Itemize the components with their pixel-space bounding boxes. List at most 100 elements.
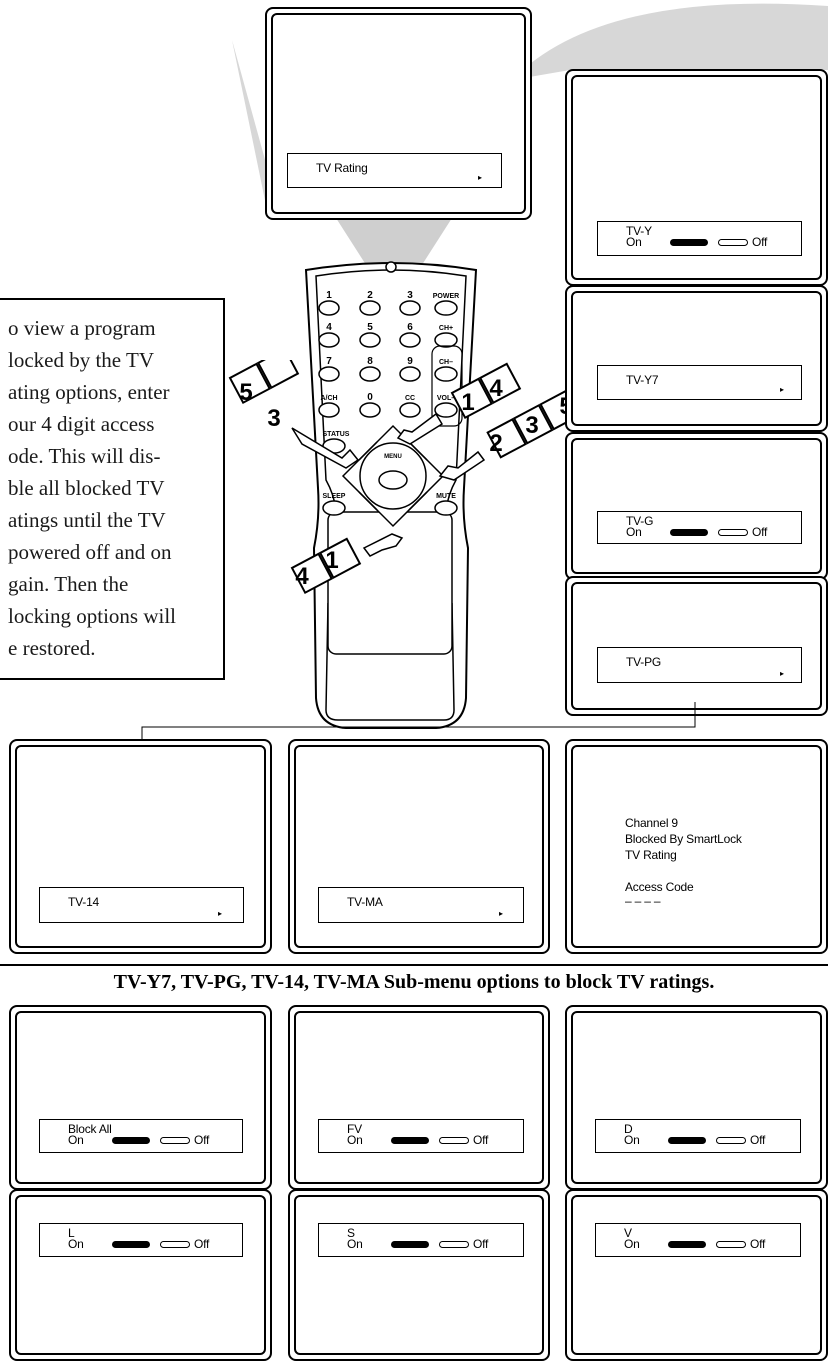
osd-label: D: [624, 1122, 633, 1136]
screen-v: V On Off: [565, 1189, 828, 1361]
remote-key-label: CH–: [439, 359, 453, 366]
remote-key-label: CH+: [439, 325, 453, 332]
toggle-off-label: Off: [750, 1237, 766, 1251]
toggle-on-indicator: [670, 529, 708, 536]
osd-label: TV-Y: [626, 224, 652, 238]
osd-tv-ma: TV-MA ▸: [318, 887, 524, 923]
screen-blocked-message: Channel 9 Blocked By SmartLock TV Rating…: [565, 739, 828, 954]
step-number: 4: [295, 563, 309, 590]
osd-label: Block All: [68, 1122, 112, 1136]
remote-key-label: MUTE: [436, 493, 456, 500]
on-off-toggle[interactable]: On Off: [626, 236, 826, 250]
blocked-by: Blocked By SmartLock: [625, 832, 742, 846]
note-line: ble all blocked TV: [8, 476, 165, 500]
osd-label: TV-PG: [626, 655, 662, 669]
right-arrow-icon: ▸: [780, 385, 784, 394]
toggle-on-label: On: [624, 1237, 640, 1251]
toggle-off-label: Off: [752, 235, 768, 249]
screen-l: L On Off: [9, 1189, 272, 1361]
osd-v: V On Off: [595, 1223, 801, 1257]
toggle-off-indicator: [439, 1137, 469, 1144]
osd-tv-y: TV-Y On Off: [597, 221, 802, 256]
osd-label: TV-14: [68, 895, 100, 909]
osd-fv: FV On Off: [318, 1119, 524, 1153]
background-swoosh: [232, 3, 828, 268]
note-line: gain. Then the: [8, 572, 129, 596]
osd-tv-rating: TV Rating ▸: [287, 153, 502, 188]
step-number: 3: [525, 412, 538, 439]
on-off-toggle[interactable]: On Off: [68, 1134, 268, 1148]
toggle-on-label: On: [626, 235, 642, 249]
remote-key-label: 6: [407, 322, 413, 333]
remote-key-label: 1: [326, 290, 332, 301]
screen-s: S On Off: [288, 1189, 550, 1361]
right-arrow-icon: ▸: [478, 173, 482, 182]
toggle-on-label: On: [68, 1133, 84, 1147]
toggle-on-label: On: [626, 525, 642, 539]
toggle-off-indicator: [718, 239, 748, 246]
screen-tv-pg: TV-PG ▸: [565, 576, 828, 716]
note-line: atings until the TV: [8, 508, 166, 532]
toggle-off-label: Off: [473, 1237, 489, 1251]
osd-tv-g: TV-G On Off: [597, 511, 802, 544]
step-number: 1: [461, 389, 474, 416]
remote-key-label: POWER: [433, 293, 459, 300]
osd-label: TV-Y7: [626, 373, 659, 387]
screen-tv-g: TV-G On Off: [565, 432, 828, 580]
toggle-off-indicator: [439, 1241, 469, 1248]
toggle-on-indicator: [112, 1241, 150, 1248]
note-line: our 4 digit access: [8, 412, 155, 436]
screen-tv-ma: TV-MA ▸: [288, 739, 550, 954]
remote-key-label: 0: [367, 392, 373, 403]
osd-label: S: [347, 1226, 355, 1240]
screen-tv-rating: TV Rating ▸: [265, 7, 532, 220]
remote-key-label: 2: [367, 290, 373, 301]
step-number: 3: [267, 405, 280, 432]
osd-label: TV-G: [626, 514, 654, 528]
on-off-toggle[interactable]: On Off: [347, 1238, 547, 1252]
screen-tv-y7: TV-Y7 ▸: [565, 285, 828, 432]
toggle-on-indicator: [668, 1137, 706, 1144]
remote-key-label: A/CH: [320, 395, 337, 402]
on-off-toggle[interactable]: On Off: [626, 526, 826, 540]
remote-key-label: 3: [407, 290, 413, 301]
screen-fv: FV On Off: [288, 1005, 550, 1190]
step-number: 4: [489, 375, 503, 402]
toggle-on-indicator: [391, 1241, 429, 1248]
on-off-toggle[interactable]: On Off: [624, 1238, 824, 1252]
toggle-on-label: On: [624, 1133, 640, 1147]
note-line: ating options, enter: [8, 380, 170, 404]
on-off-toggle[interactable]: On Off: [68, 1238, 268, 1252]
toggle-off-label: Off: [473, 1133, 489, 1147]
blocked-reason: TV Rating: [625, 848, 677, 862]
right-arrow-icon: ▸: [780, 669, 784, 678]
osd-label: L: [68, 1226, 75, 1240]
caption-rule: [0, 964, 828, 966]
remote-key-label: SLEEP: [323, 493, 346, 500]
toggle-on-indicator: [391, 1137, 429, 1144]
screen-tv-y: TV-Y On Off: [565, 69, 828, 286]
note-line: powered off and on: [8, 540, 172, 564]
osd-label: V: [624, 1226, 632, 1240]
toggle-on-label: On: [347, 1237, 363, 1251]
remote-key-label: VOL–: [437, 395, 455, 402]
on-off-toggle[interactable]: On Off: [624, 1134, 824, 1148]
remote-key-label: STATUS: [323, 431, 350, 438]
on-off-toggle[interactable]: On Off: [347, 1134, 547, 1148]
toggle-off-indicator: [716, 1137, 746, 1144]
toggle-on-indicator: [668, 1241, 706, 1248]
osd-label: TV Rating: [316, 161, 368, 175]
toggle-off-label: Off: [194, 1133, 210, 1147]
remote-key-label: 8: [367, 356, 373, 367]
step-number: 1: [325, 547, 338, 574]
remote-key-label: 9: [407, 356, 413, 367]
caption: TV-Y7, TV-PG, TV-14, TV-MA Sub-menu opti…: [113, 971, 715, 993]
screen-d: D On Off: [565, 1005, 828, 1190]
note-line: locked by the TV: [8, 348, 154, 372]
remote-key-label: CC: [405, 395, 415, 402]
access-code-field[interactable]: – – – –: [625, 894, 661, 908]
remote-key-label: 4: [326, 322, 332, 333]
toggle-on-label: On: [347, 1133, 363, 1147]
blocked-channel: Channel 9: [625, 816, 678, 830]
step-callouts: 5 3 1 4 2 3 5 4 1: [228, 360, 580, 595]
